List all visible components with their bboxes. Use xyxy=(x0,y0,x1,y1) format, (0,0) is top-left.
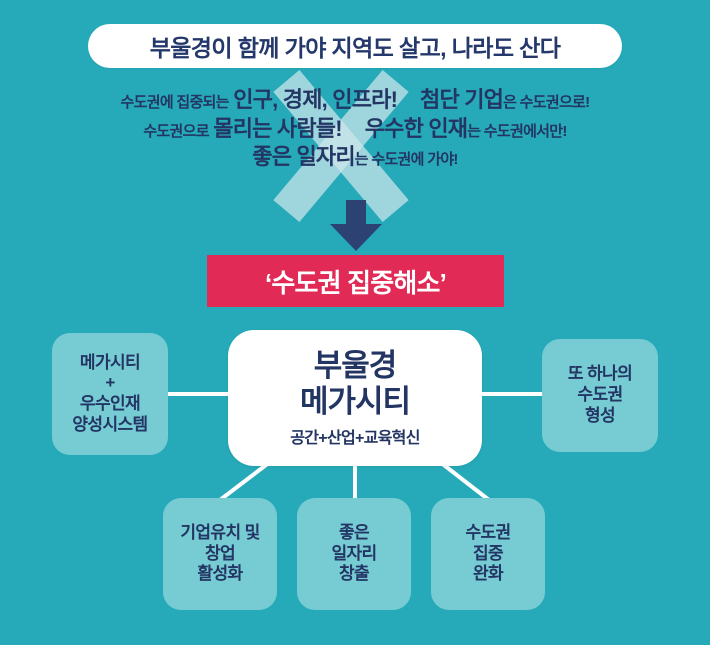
subheadline-line-3: 좋은 일자리는 수도권에 가야! xyxy=(0,144,710,170)
subheadline-2-segment-c: 우수한 인재 xyxy=(364,115,468,141)
subheadline-2-segment-d: 는 수도권에서만! xyxy=(467,122,567,140)
center-card-title: 부울경 메가시티 xyxy=(299,348,411,419)
arrow-down-icon xyxy=(330,200,382,251)
subheadline-1-segment-b: 인구, 경제, 인프라! xyxy=(233,87,398,112)
center-card[interactable]: 부울경 메가시티 공간+산업+교육혁신 xyxy=(228,330,482,466)
subheadline-line-1: 수도권에 집중되는 인구, 경제, 인프라! 첨단 기업은 수도권으로! xyxy=(0,87,710,113)
subheadline-line-2: 수도권으로 몰리는 사람들! 우수한 인재는 수도권에서만! xyxy=(0,115,710,142)
node-business-attraction-label: 기업유치 및 창업 활성화 xyxy=(180,522,260,584)
arrow-head xyxy=(330,224,382,251)
node-reduce-concentration-label: 수도권 집중 완화 xyxy=(465,522,511,584)
center-card-subtitle: 공간+산업+교육혁신 xyxy=(290,429,420,447)
subheadline-2-segment-b: 몰리는 사람들! xyxy=(213,115,342,141)
node-business-attraction[interactable]: 기업유치 및 창업 활성화 xyxy=(163,498,277,610)
goal-banner: ‘수도권 집중해소’ xyxy=(207,255,504,307)
node-another-capital-area-label: 또 하나의 수도권 형성 xyxy=(567,364,633,425)
arrow-shaft xyxy=(346,200,366,226)
node-good-jobs-label: 좋은 일자리 창출 xyxy=(331,522,377,584)
node-good-jobs[interactable]: 좋은 일자리 창출 xyxy=(297,498,411,610)
subheadline-1-segment-d: 은 수도권으로! xyxy=(503,94,590,111)
subheadline-3-segment-a: 좋은 일자리 xyxy=(252,144,355,170)
node-another-capital-area[interactable]: 또 하나의 수도권 형성 xyxy=(542,339,658,452)
headline-text: 부울경이 함께 가야 지역도 살고, 나라도 산다 xyxy=(149,35,561,61)
subheadline-2-segment-a: 수도권으로 xyxy=(143,122,209,140)
node-talent-system[interactable]: 메가시티 + 우수인재 양성시스템 xyxy=(52,333,168,455)
goal-banner-text: ‘수도권 집중해소’ xyxy=(264,267,447,298)
headline-banner: 부울경이 함께 가야 지역도 살고, 나라도 산다 xyxy=(88,24,622,68)
subheadline-block: 수도권에 집중되는 인구, 경제, 인프라! 첨단 기업은 수도권으로! 수도권… xyxy=(0,87,710,174)
connector-bottom-left xyxy=(218,460,272,502)
connector-bottom-right xyxy=(438,460,491,502)
node-reduce-concentration[interactable]: 수도권 집중 완화 xyxy=(431,498,545,610)
subheadline-1-segment-c: 첨단 기업 xyxy=(420,87,504,112)
node-talent-system-label: 메가시티 + 우수인재 양성시스템 xyxy=(72,352,148,434)
subheadline-3-segment-b: 는 수도권에 가야! xyxy=(354,151,459,169)
subheadline-1-segment-a: 수도권에 집중되는 xyxy=(120,94,230,111)
